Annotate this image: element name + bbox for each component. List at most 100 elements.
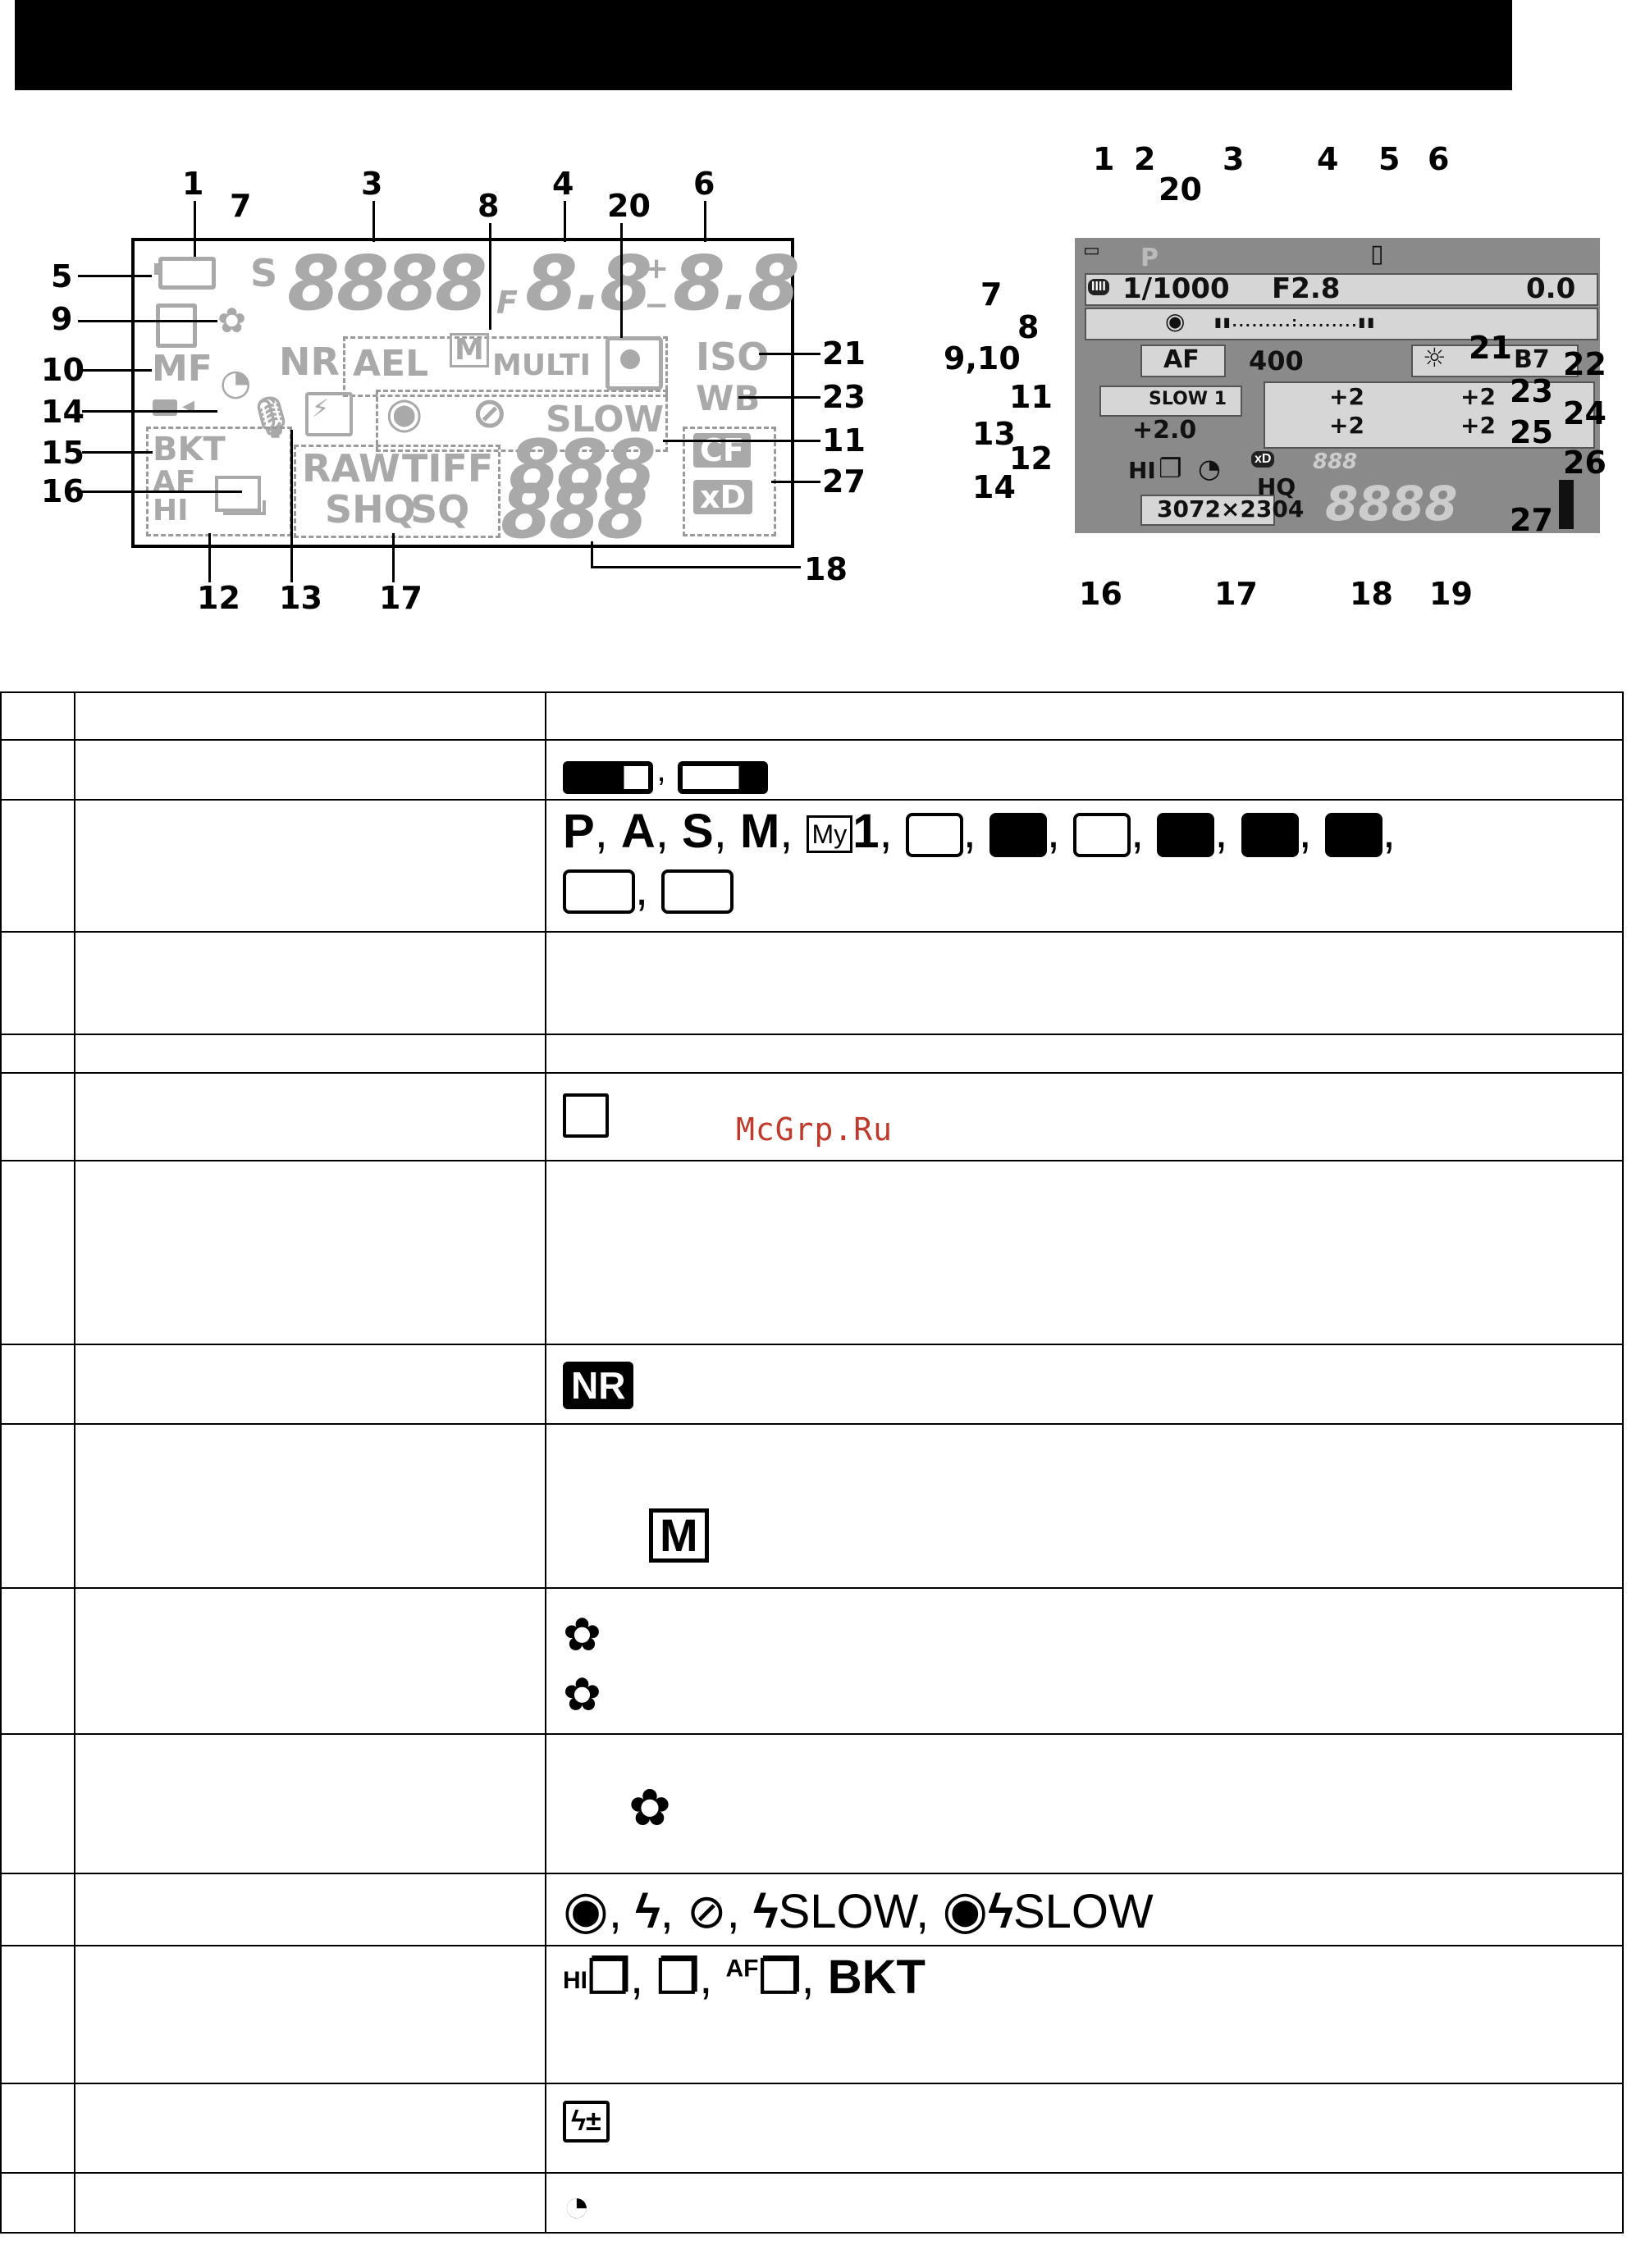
shading-icon [156,303,197,348]
red-eye-table-icon: ◉ [563,1880,609,1939]
screen-shading-icon: ▯ [1370,240,1384,268]
callout-14: 14 [41,394,85,430]
shutter-digits: 8888 [287,240,487,327]
screen-plus2-b: +2 [1460,383,1496,410]
battery-icon [158,257,216,290]
wb-indicator: WB [696,378,761,418]
screen-battery-icon: ▭ [1083,240,1100,261]
flash-table-icon: ϟ [635,1885,660,1938]
underwater-icon [661,869,734,915]
self-timer-table-icon: ◔ [563,2179,591,2231]
counter-bottom: 888 [500,469,648,555]
screen-focus-label: AF [1163,345,1200,374]
screen-shutter: 1/1000 [1122,272,1230,305]
tiff-indicator: TIFF [402,446,494,491]
screen-plus2-c: +2 [1329,412,1364,439]
r-callout-19: 19 [1429,576,1473,612]
flash-comp-cell: ϟ± [545,2083,1624,2174]
battery-low-icon [678,760,769,794]
screen-focus [1140,345,1226,377]
table-row: ◉, ϟ, ⊘, ϟSLOW, ◉ϟSLOW [0,1873,1624,1946]
ael-indicator: AEL [353,343,429,385]
flash-cell: ◉, ϟ, ⊘, ϟSLOW, ◉ϟSLOW [545,1873,1624,1946]
sq-indicator: SQ [410,487,470,532]
callout-7: 7 [230,188,252,224]
flash-comp-icon [305,392,353,436]
table-cell-num [0,691,75,741]
iso-indicator: ISO [696,335,770,379]
screen-metering-icon: IIII [1088,279,1109,295]
flash-off-icon: ⊘ [472,389,508,438]
manual-m-badge: M [649,1508,709,1563]
hi-indicator: HI [153,494,189,527]
table-row: ✿ [0,1733,1624,1874]
nr-cell: NR [545,1344,1624,1425]
night-portrait-icon [1157,812,1215,857]
table-row [0,1034,1624,1074]
screen-exposure-bar [1085,273,1598,306]
table-row: ◔ [0,2172,1624,2234]
shading-cell [545,1072,1624,1161]
ael-m-cell: M [545,1423,1624,1589]
slow-flash-icon: ϟ [752,1885,779,1938]
raw-indicator: RAW [302,446,400,491]
seq-hi-icon: ❐ [587,1951,630,2004]
table-row [0,691,1624,741]
battery-full-icon [563,760,653,794]
callout-18: 18 [804,551,848,587]
callout-5: 5 [51,258,73,294]
callout-1: 1 [182,166,204,202]
r-callout-1: 1 [1093,141,1115,177]
callout-9: 9 [51,301,73,337]
watermark: McGrp.Ru [736,1111,893,1148]
seq-af-icon: ❐ [758,1951,802,2004]
portrait-icon [989,812,1047,857]
screen-resolution-box [1140,495,1275,526]
flash-group [376,390,668,452]
r-callout-27: 27 [1510,502,1553,538]
table-row [0,1072,1624,1161]
sport-icon [1073,812,1131,857]
r-callout-21: 21 [1469,330,1512,366]
callout-20: 20 [607,188,651,224]
aperture-prefix: F [496,285,518,321]
screen-flash-comp: +2.0 [1132,416,1197,445]
mode-icons-line-2: , [563,862,1622,915]
table-row: ✿ ✿ [0,1587,1624,1735]
sequential-icon [215,476,261,512]
ael-m-indicator: M [450,333,489,367]
super-macro-icon: ✿ [628,1780,671,1837]
r-callout-13: 13 [972,416,1016,452]
flash-off-table-icon: ⊘ [687,1885,727,1938]
r-callout-25: 25 [1510,414,1553,450]
screen-plus2-d: +2 [1460,412,1496,439]
screen-flash-label: SLOW 1 [1149,389,1227,409]
screen-memory-gauge [1559,480,1574,529]
slow-indicator: SLOW [546,399,665,440]
screen-scale [1085,308,1598,340]
r-callout-8: 8 [1017,309,1040,345]
r-callout-11: 11 [1009,379,1053,415]
night-scene-icon [1324,812,1382,857]
exposure-digits: 8.8 [673,240,800,327]
control-panel-diagram: S 8888 F 8.8 + − 8.8 ✿ MF NR AEL M MULTI… [41,166,866,616]
callout-15: 15 [41,435,85,471]
callout-16: 16 [41,473,85,509]
screen-hi: HI [1128,457,1156,484]
r-callout-17: 17 [1214,576,1258,612]
red-eye-slow-icon: ◉ [942,1880,989,1939]
screen-mode: P [1140,244,1159,272]
r-callout-5: 5 [1378,141,1401,177]
callout-27: 27 [822,463,866,500]
supermacro-cell: ✿ [545,1733,1624,1874]
seq-icon: ❐ [656,1951,700,2004]
r-callout-9-10: 9,10 [944,340,1021,376]
shutter-prefix: S [250,251,278,295]
metering-icon [606,336,663,390]
screen-wb [1411,345,1579,377]
shading-table-icon [563,1093,609,1138]
table-row [0,931,1624,1035]
